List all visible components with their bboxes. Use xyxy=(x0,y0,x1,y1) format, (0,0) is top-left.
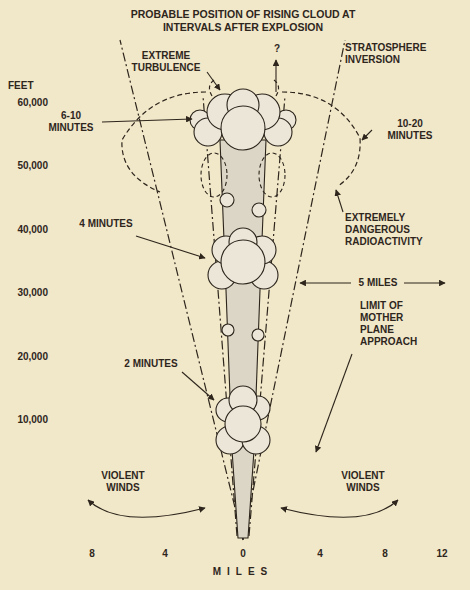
axis-tick: 10,000 xyxy=(2,414,48,426)
wind-label: VIOLENT WINDS xyxy=(90,470,156,494)
note-label: EXTREME TURBULENCE xyxy=(128,50,204,74)
diagram-title: PROBABLE POSITION OF RISING CLOUD AT INT… xyxy=(103,8,383,34)
note-label: ? xyxy=(270,43,284,55)
leader-line xyxy=(102,119,192,122)
dimension-label: 5 MILES xyxy=(352,277,404,289)
rising-cloud xyxy=(190,89,296,538)
axis-tick: 4 xyxy=(155,548,175,560)
axis-tick: 60,000 xyxy=(2,97,48,109)
dimension-arrow xyxy=(404,282,445,283)
axis-tick: 30,000 xyxy=(2,287,48,299)
leader-line xyxy=(182,372,214,400)
time-label: 4 MINUTES xyxy=(75,218,137,230)
note-label: EXTREMELY DANGEROUS RADIOACTIVITY xyxy=(345,212,445,248)
axis-title: MILES xyxy=(203,566,283,578)
time-label: 2 MINUTES xyxy=(120,358,182,370)
leader-line xyxy=(207,72,220,90)
axis-tick: 20,000 xyxy=(2,351,48,363)
note-label: STRATOSPHERE INVERSION xyxy=(345,42,460,66)
outer-cone-line xyxy=(120,40,243,540)
note-label: LIMIT OF MOTHER PLANE APPROACH xyxy=(360,300,424,348)
axis-tick: 8 xyxy=(375,548,395,560)
limit-line xyxy=(316,354,352,452)
dimension-arrow xyxy=(300,282,351,283)
axis-tick: 12 xyxy=(430,548,454,560)
axis-tick: 4 xyxy=(310,548,330,560)
turbulence-dashed xyxy=(209,80,214,96)
envelope-dashed xyxy=(282,92,360,186)
leader-line xyxy=(136,236,205,258)
leader-line xyxy=(336,190,343,212)
leader-line xyxy=(362,130,372,140)
axis-tick: 50,000 xyxy=(2,160,48,172)
up-arrow xyxy=(275,60,276,92)
wind-arrow xyxy=(88,500,205,517)
time-label: 10-20 MINUTES xyxy=(375,118,445,142)
axis-title: FEET xyxy=(8,80,48,92)
wind-label: VIOLENT WINDS xyxy=(330,470,396,494)
axis-tick: 0 xyxy=(233,548,253,560)
wind-arrow xyxy=(281,500,398,517)
envelope-dashed xyxy=(122,92,206,192)
axis-tick: 40,000 xyxy=(2,224,48,236)
time-label: 6-10 MINUTES xyxy=(40,110,102,134)
axis-tick: 8 xyxy=(82,548,102,560)
